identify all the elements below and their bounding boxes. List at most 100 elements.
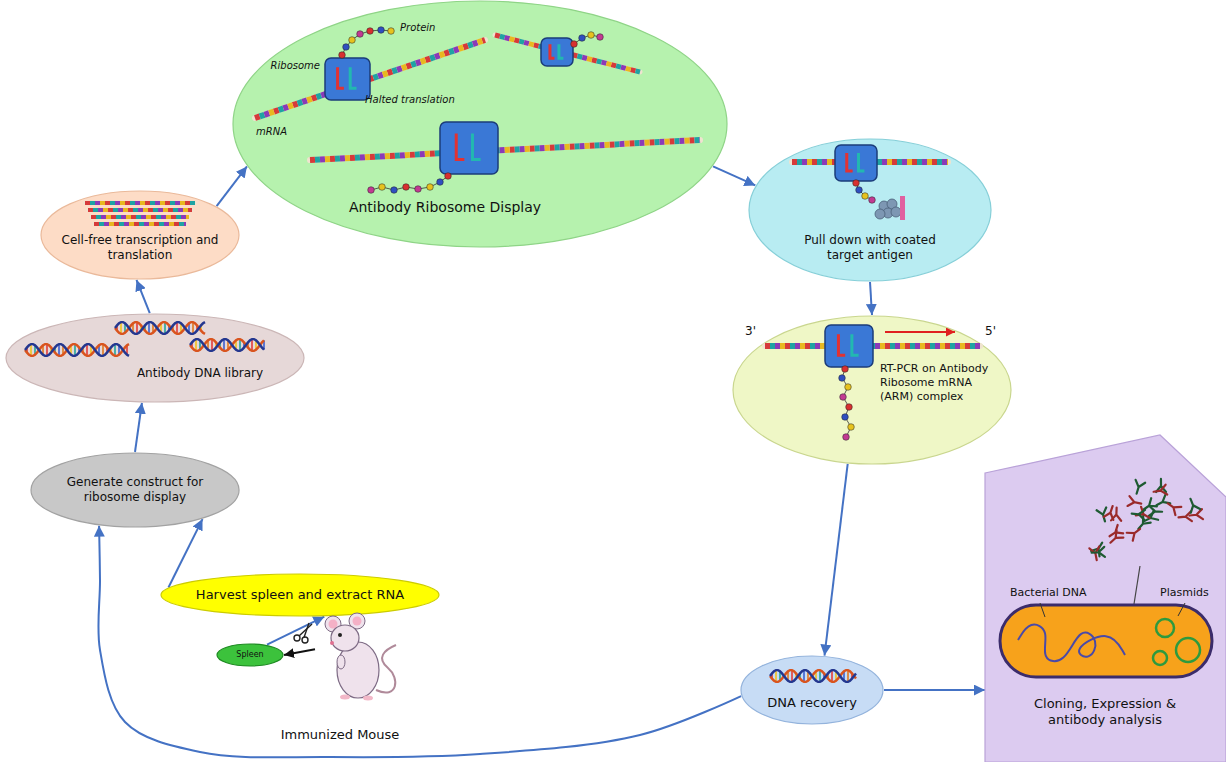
mrna-strand <box>88 208 192 212</box>
amino-acid <box>339 52 346 59</box>
node-outline <box>5 313 305 403</box>
amino-acid <box>571 41 578 48</box>
amino-acid <box>846 404 853 411</box>
mrna-base <box>94 222 186 226</box>
mrna-base <box>255 40 485 118</box>
node-label: Generate construct for ribosome display <box>47 475 222 505</box>
mrna-base <box>91 215 189 219</box>
amino-acid <box>848 424 855 431</box>
base-pair <box>199 340 201 349</box>
mrna-base <box>94 222 186 226</box>
base-pair <box>106 347 108 352</box>
dna-strand <box>115 322 205 334</box>
base-pair <box>132 323 134 332</box>
part-label: Ribosome <box>271 60 320 73</box>
secretion-line <box>1134 566 1140 604</box>
amino-acid <box>391 187 398 194</box>
step-ellipse: Pull down with coated target antigen <box>748 138 992 282</box>
part-label: Bacterial DNA <box>1010 586 1087 600</box>
trna <box>859 153 865 171</box>
base-pair <box>847 670 849 682</box>
amino-acid <box>368 187 375 194</box>
antibody-icon <box>1154 495 1170 510</box>
base-pair <box>823 673 825 678</box>
antigen <box>883 208 893 218</box>
mrna-base <box>310 140 700 160</box>
antibody-icon <box>1089 546 1101 561</box>
base-pair <box>74 344 76 356</box>
amino-acid <box>843 434 850 441</box>
amino-acid <box>379 184 386 191</box>
mrna-base <box>495 35 640 72</box>
amino-acid <box>842 414 849 421</box>
antigen <box>879 201 889 211</box>
flow-arrow <box>135 403 142 452</box>
flow-arrow <box>713 166 755 185</box>
mrna-base <box>792 159 948 165</box>
mrna-base <box>88 208 192 212</box>
amino-acid <box>437 179 444 186</box>
amino-acid <box>579 35 586 42</box>
dna-strand <box>770 670 856 682</box>
ribosome <box>325 58 370 100</box>
node-label: Antibody DNA library <box>137 366 263 381</box>
ribosome <box>440 122 498 174</box>
library-ellipse: Antibody DNA library <box>5 313 305 403</box>
antibody-icon <box>1140 498 1156 514</box>
mrna-base <box>255 40 485 118</box>
mrna-base <box>85 201 195 205</box>
mrna-strand <box>495 35 640 72</box>
amino-acid <box>427 184 434 191</box>
flow-arrow <box>267 617 324 645</box>
trna <box>472 133 480 159</box>
antibody-icon <box>1136 507 1152 522</box>
mouse-eye <box>338 633 342 637</box>
mrna-base <box>94 222 186 226</box>
antibody-icon <box>1091 540 1106 556</box>
mrna-base <box>495 35 640 72</box>
antibody-icon <box>1131 509 1145 520</box>
ellipse-shape <box>31 453 239 527</box>
mrna-base <box>792 159 948 165</box>
part-label: Halted translation <box>365 94 455 107</box>
protein-chain <box>342 30 391 55</box>
mrna-base <box>792 159 948 165</box>
base-pair <box>144 325 146 330</box>
ellipse-shape <box>161 574 439 616</box>
base-pair <box>775 670 777 682</box>
base-pair <box>140 325 142 330</box>
antibody-icon <box>1128 496 1143 508</box>
leader-line <box>1178 603 1185 616</box>
base-pair <box>192 322 194 334</box>
ellipse-shape <box>741 656 883 724</box>
node-label: DNA recovery <box>767 695 857 711</box>
bacterial-dna <box>1018 625 1125 662</box>
mrna-base <box>765 343 980 349</box>
base-pair <box>110 347 112 352</box>
node-label: Cell-free transcription and translation <box>53 233 228 263</box>
amino-acid <box>415 186 422 193</box>
base-pair <box>843 671 845 680</box>
base-pair <box>815 671 817 680</box>
mouse-tail <box>376 645 396 693</box>
mrna-base <box>85 201 195 205</box>
antibody-icon <box>1104 504 1118 519</box>
antibody-icon <box>1149 506 1163 517</box>
base-pair <box>195 339 197 351</box>
mrna-base <box>310 140 700 160</box>
base-pair <box>120 322 122 334</box>
bacterium <box>1000 605 1212 677</box>
base-pair <box>200 325 202 330</box>
amino-acid <box>853 180 860 187</box>
antibody-icon <box>1142 511 1158 526</box>
node-label: Immunized Mouse <box>281 727 400 743</box>
base-pair <box>54 347 56 352</box>
base-pair <box>851 673 853 678</box>
amino-acid <box>588 32 595 39</box>
base-pair <box>239 339 241 351</box>
base-pair <box>227 340 229 349</box>
ellipse-shape <box>233 1 727 247</box>
mrna-base <box>91 215 189 219</box>
mouse-ear-inner <box>329 620 338 629</box>
